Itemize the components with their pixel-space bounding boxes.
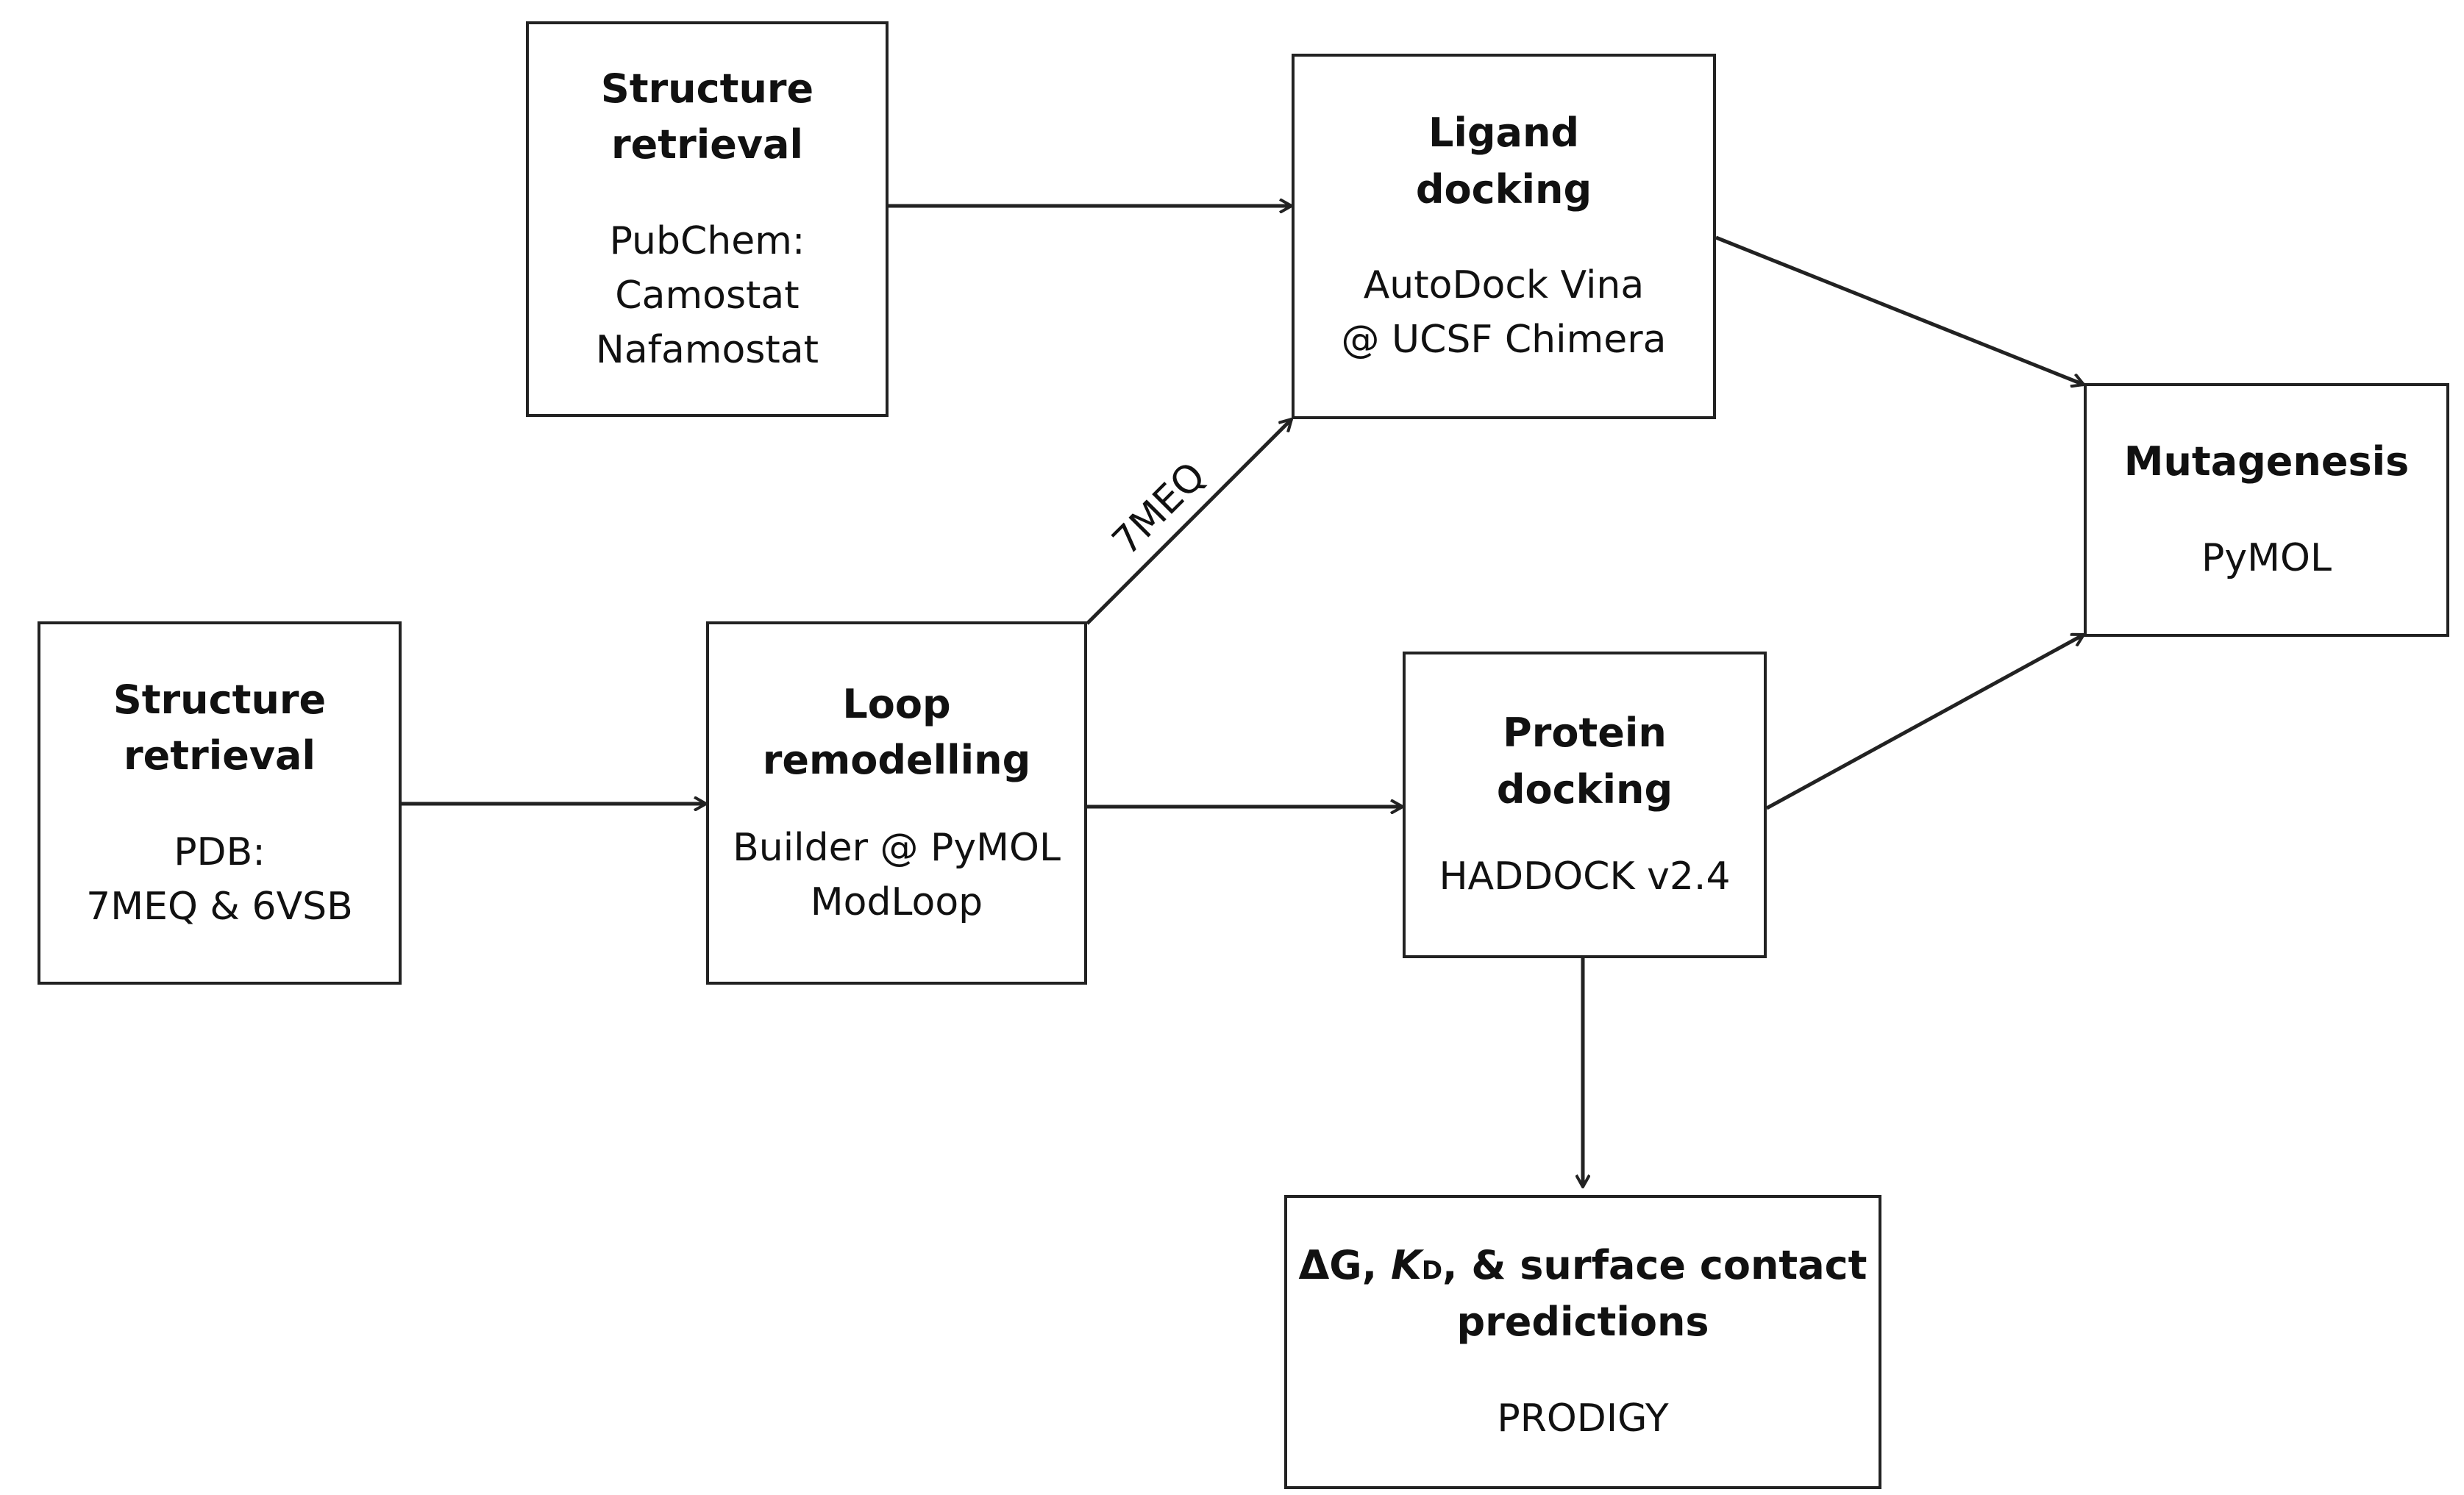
arrow-loop-remodelling-to-ligand-docking <box>1086 419 1292 625</box>
node-title: docking <box>1415 165 1592 213</box>
arrow-protein-docking-to-mutagenesis <box>1765 635 2084 810</box>
node-detail: Builder @ PyMOL <box>733 825 1061 870</box>
node-detail: ModLoop <box>810 879 983 924</box>
node-ligand-docking: Ligand docking AutoDock Vina @ UCSF Chim… <box>1292 54 1716 419</box>
node-structure-retrieval-pdb: Structure retrieval PDB: 7MEQ & 6VSB <box>38 621 402 985</box>
node-mutagenesis: Mutagenesis PyMOL <box>2084 383 2449 637</box>
node-title: Protein <box>1503 709 1667 756</box>
node-predictions: ΔG, KD, & surface contact predictions PR… <box>1284 1195 1881 1489</box>
k-subscript: D <box>1421 1256 1443 1286</box>
node-detail: PyMOL <box>2201 535 2332 580</box>
node-protein-docking: Protein docking HADDOCK v2.4 <box>1403 652 1767 958</box>
node-detail: Nafamostat <box>595 327 819 372</box>
delta-g-label: ΔG, <box>1298 1242 1391 1289</box>
node-title: docking <box>1496 766 1673 813</box>
node-detail: @ UCSF Chimera <box>1341 318 1667 363</box>
node-title: Structure <box>113 676 327 723</box>
node-title: Loop <box>842 680 951 727</box>
node-structure-retrieval-compounds: Structure retrieval PubChem: Camostat Na… <box>526 21 889 417</box>
node-title: predictions <box>1456 1299 1709 1346</box>
node-title: retrieval <box>124 732 316 779</box>
arrow-ligand-docking-to-mutagenesis <box>1715 235 2084 385</box>
node-loop-remodelling: Loop remodelling Builder @ PyMOL ModLoop <box>706 621 1087 985</box>
node-title: ΔG, KD, & surface contact <box>1299 1238 1867 1294</box>
node-detail: PDB: <box>174 829 266 874</box>
node-detail: PubChem: <box>609 218 805 263</box>
k-symbol: K <box>1390 1242 1422 1289</box>
title-rest: , & surface contact <box>1442 1242 1867 1289</box>
node-detail: Camostat <box>615 273 800 318</box>
node-detail: 7MEQ & 6VSB <box>86 884 353 929</box>
node-title: Mutagenesis <box>2123 438 2410 485</box>
node-title: retrieval <box>611 121 803 168</box>
node-detail: AutoDock Vina <box>1363 263 1645 308</box>
node-detail: PRODIGY <box>1497 1396 1669 1441</box>
node-title: remodelling <box>762 737 1031 784</box>
node-title: Ligand <box>1428 110 1580 156</box>
node-detail: HADDOCK v2.4 <box>1439 854 1731 899</box>
node-title: Structure <box>600 65 814 112</box>
